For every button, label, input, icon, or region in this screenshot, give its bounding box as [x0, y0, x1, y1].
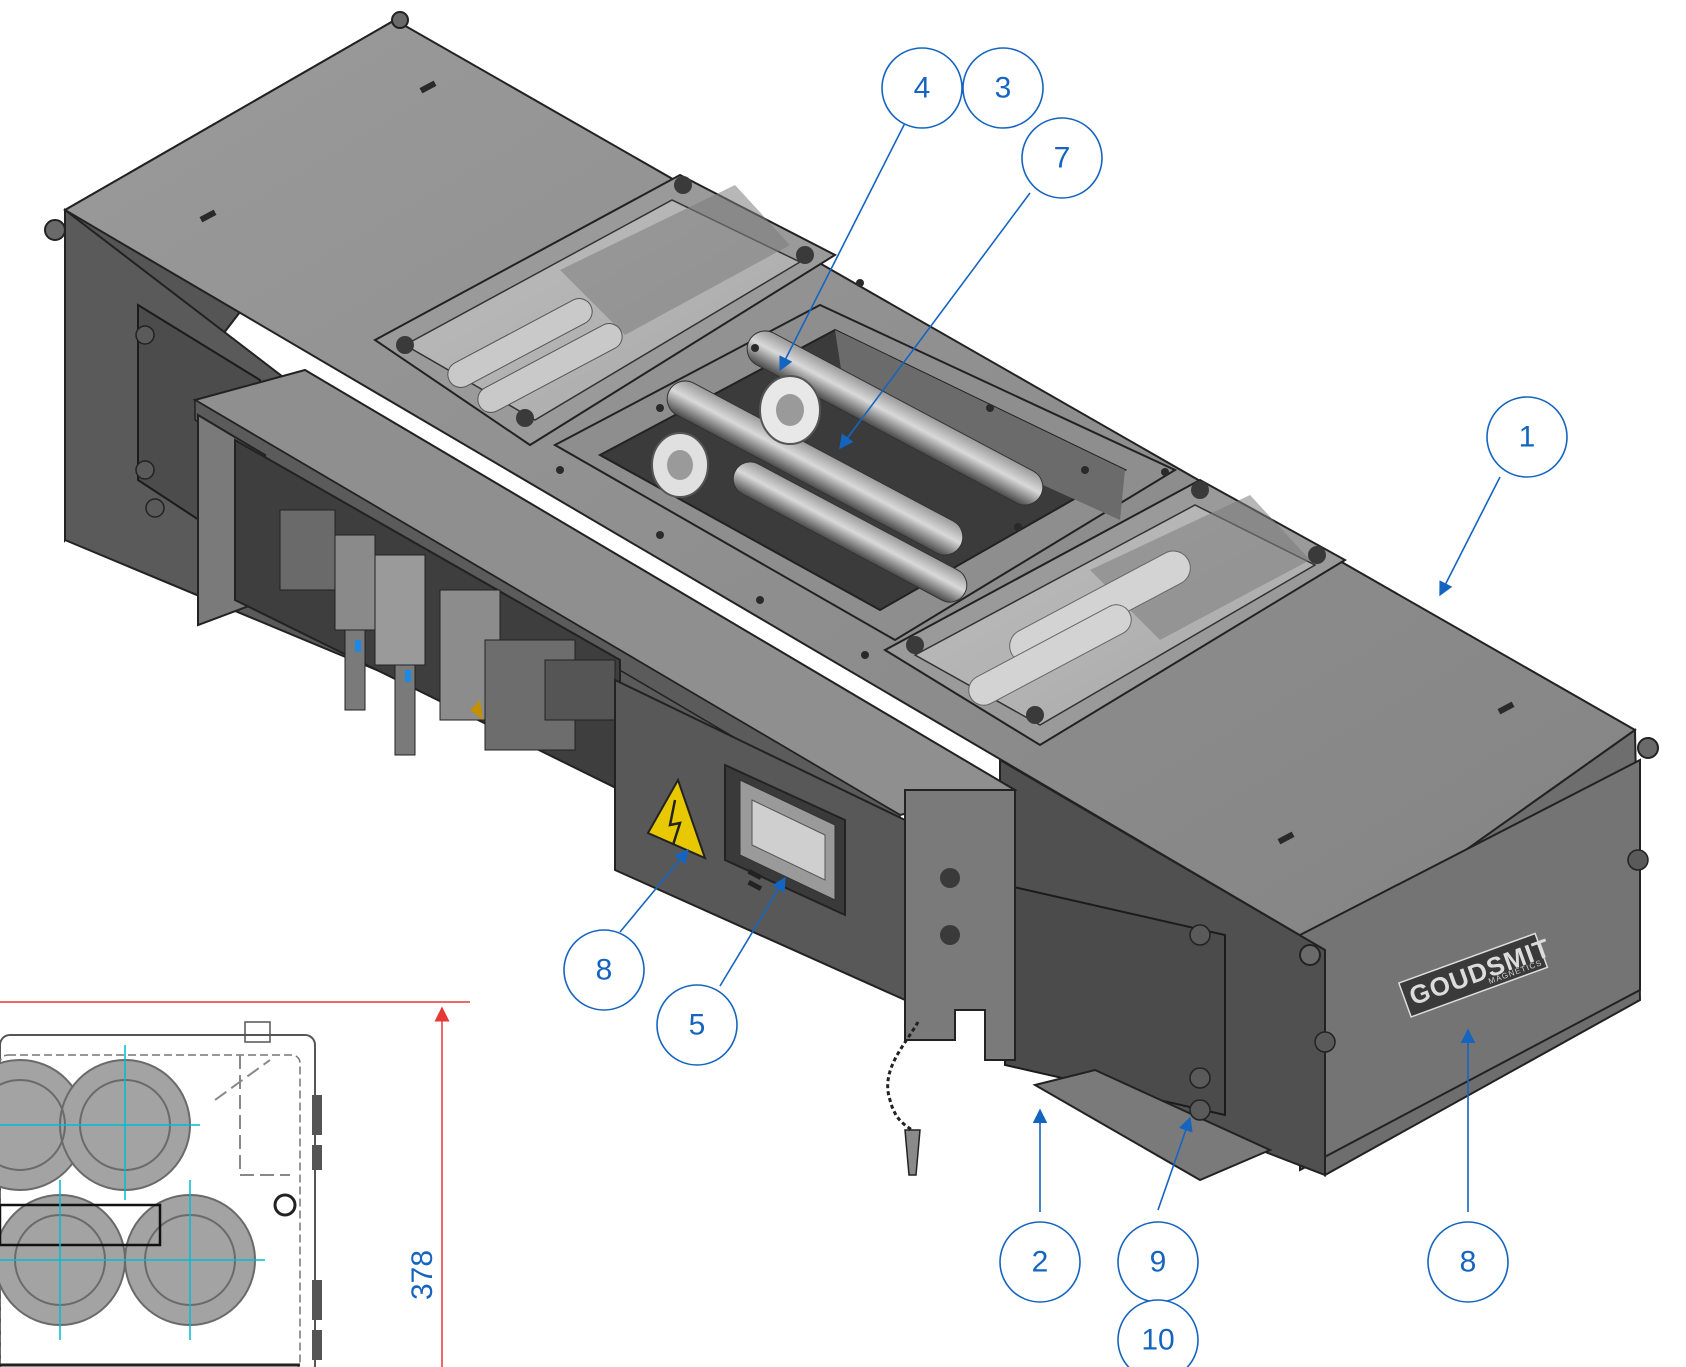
callout-9: 9 — [1117, 1221, 1199, 1303]
breaker-window — [724, 763, 846, 917]
callout-4: 4 — [881, 47, 963, 129]
callout-2: 2 — [999, 1221, 1081, 1303]
inspection-window-right — [882, 478, 1347, 747]
lifting-lug-top — [391, 11, 409, 29]
lifting-lug-right-bottom — [1299, 944, 1321, 966]
svg-text:4: 4 — [914, 72, 931, 105]
callout-10: 10 — [1117, 1299, 1199, 1367]
safety-pin — [904, 1129, 921, 1176]
svg-text:1: 1 — [1519, 421, 1536, 454]
svg-text:5: 5 — [689, 1009, 706, 1042]
svg-text:2: 2 — [1032, 1246, 1049, 1279]
callout-8b: 8 — [1427, 1221, 1509, 1303]
filter-regulators — [279, 509, 616, 756]
callouts: 4 3 7 1 8 5 2 9 — [563, 47, 1568, 1367]
callout-3: 3 — [962, 47, 1044, 129]
dimension-value: 378 — [406, 1250, 439, 1300]
leader-lines — [619, 122, 1501, 1212]
warning-sign — [646, 777, 707, 860]
base-foot — [1032, 1068, 1273, 1182]
callout-8a: 8 — [563, 929, 645, 1011]
callout-5: 5 — [656, 984, 738, 1066]
safety-chain — [886, 1021, 920, 1132]
rollers — [651, 330, 1044, 603]
svg-text:8: 8 — [1460, 1246, 1477, 1279]
svg-text:10: 10 — [1141, 1324, 1174, 1357]
svg-text:3: 3 — [995, 72, 1012, 105]
lifting-lug-left — [44, 219, 66, 241]
lifting-lug-right-top — [1637, 737, 1659, 759]
svg-text:7: 7 — [1054, 142, 1071, 175]
svg-text:9: 9 — [1150, 1246, 1167, 1279]
center-opening — [552, 279, 1178, 659]
callout-7: 7 — [1021, 117, 1103, 199]
callout-1: 1 — [1486, 396, 1568, 478]
svg-text:8: 8 — [596, 954, 613, 987]
inspection-window-left — [373, 173, 838, 447]
control-unit — [192, 368, 1018, 1176]
top-view-inset: 378 — [0, 1001, 470, 1367]
top-slots — [199, 80, 1515, 845]
